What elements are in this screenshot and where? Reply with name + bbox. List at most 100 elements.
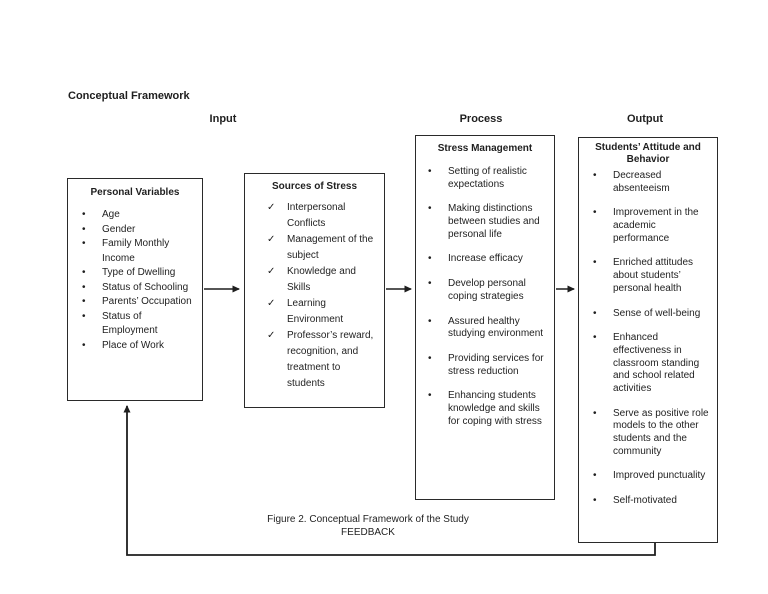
bullet-icon: • bbox=[82, 296, 86, 307]
stress-management-list: • Setting of realistic expectations • Maki… bbox=[416, 166, 554, 428]
check-icon: ✓ bbox=[267, 234, 276, 245]
bullet-icon: • bbox=[82, 238, 86, 249]
list-item-label: Status of Employment bbox=[102, 310, 158, 337]
bullet-icon: • bbox=[593, 307, 597, 319]
bullet-icon: • bbox=[593, 470, 597, 482]
bullet-icon: • bbox=[593, 332, 597, 344]
list-item: • Increase efficacy bbox=[428, 253, 549, 266]
list-item-label: Place of Work bbox=[102, 339, 165, 351]
list-item: •Assured healthy studying environment bbox=[428, 316, 549, 341]
bullet-icon: • bbox=[428, 203, 432, 215]
box-personal-variables: Personal Variables • Age • Gender • Family … bbox=[67, 178, 203, 401]
figure-caption: Figure 2. Conceptual Framework of the St… bbox=[168, 513, 568, 539]
list-item-label: Family Monthly Income bbox=[102, 238, 170, 264]
list-item: • Improvement in the academic performance bbox=[593, 207, 714, 245]
list-item-label: Enhancing students knowledge and skills … bbox=[448, 390, 542, 427]
list-item-label: Serve as positive role models to the oth… bbox=[613, 407, 709, 457]
bullet-icon: • bbox=[428, 166, 432, 177]
list-item: ✓ Professor’s reward, recognition, and tr… bbox=[267, 328, 380, 392]
list-item-label: Type of Dwelling bbox=[102, 267, 176, 278]
box-students-attitude-behavior: Students’ Attitude and Behavior • Decreas… bbox=[578, 137, 718, 543]
column-header-input: Input bbox=[209, 113, 237, 125]
list-item-label: Status of Schooling bbox=[102, 281, 189, 293]
list-item: • Type of Dwelling bbox=[82, 266, 198, 281]
bullet-icon: • bbox=[82, 223, 86, 235]
box-title: Sources of Stress bbox=[271, 181, 358, 192]
sources-of-stress-list: ✓ Interpersonal Conflicts ✓ Management of … bbox=[245, 200, 384, 392]
page-title: Conceptual Framework bbox=[68, 90, 190, 102]
list-item: • Self-motivated bbox=[593, 495, 714, 508]
bullet-icon: • bbox=[593, 407, 597, 419]
list-item-label: Increase efficacy bbox=[448, 253, 523, 265]
list-item-label: Providing services for stress reduction bbox=[448, 352, 544, 377]
list-item: •Sense of well-being bbox=[593, 308, 714, 321]
bullet-icon: • bbox=[82, 339, 86, 351]
list-item: • Status of Schooling bbox=[82, 281, 198, 296]
list-item-label: Enriched attitudes about students’ perso… bbox=[613, 257, 694, 294]
students-attitude-list: • Decreased absenteeism • Improvement in t… bbox=[579, 170, 717, 508]
bullet-icon: • bbox=[82, 267, 86, 278]
column-header-output: Output bbox=[626, 113, 664, 125]
list-item-label: Self-motivated bbox=[613, 495, 677, 507]
list-item-label: Develop personal coping strategies bbox=[448, 278, 526, 302]
list-item: ✓Knowledge and Skills bbox=[267, 264, 380, 296]
list-item-label: Parents’ Occupation bbox=[102, 296, 192, 307]
feedback-label: FEEDBACK bbox=[341, 527, 395, 538]
list-item: ✓ Learning Environment bbox=[267, 296, 380, 328]
bullet-icon: • bbox=[593, 257, 597, 269]
list-item: • Serve as positive role models to the ot… bbox=[593, 408, 714, 459]
list-item-label: Setting of realistic expectations bbox=[448, 166, 527, 190]
list-item: • Setting of realistic expectations bbox=[428, 166, 549, 191]
check-icon: ✓ bbox=[267, 298, 276, 309]
bullet-icon: • bbox=[428, 315, 432, 327]
list-item: ✓ Management of the subject bbox=[267, 232, 380, 264]
list-item-label: Decreased absenteeism bbox=[613, 170, 670, 194]
check-icon: ✓ bbox=[267, 266, 276, 277]
list-item: • Place of Work bbox=[82, 339, 198, 354]
bullet-icon: • bbox=[593, 170, 597, 181]
list-item-label: Enhanced effectiveness in classroom stan… bbox=[613, 332, 700, 394]
check-icon: ✓ bbox=[267, 202, 276, 213]
list-item: • Enhanced effectiveness in classroom sta… bbox=[593, 332, 714, 395]
list-item-label: Management of the subject bbox=[287, 234, 374, 261]
list-item: • Gender bbox=[82, 223, 198, 238]
list-item: • Improved punctuality bbox=[593, 470, 714, 483]
figure-caption-line: Figure 2. Conceptual Framework of the St… bbox=[267, 514, 469, 525]
list-item: • Enriched attitudes about students’ pers… bbox=[593, 257, 714, 295]
list-item-label: Gender bbox=[102, 223, 136, 235]
bullet-icon: • bbox=[82, 281, 86, 293]
list-item: • Family Monthly Income bbox=[82, 237, 198, 266]
list-item: • Enhancing students knowledge and skills… bbox=[428, 390, 549, 428]
bullet-icon: • bbox=[593, 495, 597, 507]
list-item-label: Making distinctions between studies and … bbox=[448, 203, 540, 240]
list-item: • Status of Employment bbox=[82, 310, 198, 339]
list-item-label: Age bbox=[102, 209, 120, 220]
bullet-icon: • bbox=[82, 310, 86, 322]
list-item-label: Improved punctuality bbox=[613, 470, 706, 482]
bullet-icon: • bbox=[428, 253, 432, 265]
bullet-icon: • bbox=[428, 278, 432, 290]
list-item-label: Interpersonal Conflicts bbox=[287, 202, 346, 229]
list-item: • Parents’ Occupation bbox=[82, 295, 198, 310]
box-stress-management: Stress Management • Setting of realistic … bbox=[415, 135, 555, 500]
list-item: • Making distinctions between studies and… bbox=[428, 203, 549, 241]
box-title: Personal Variables bbox=[90, 187, 180, 198]
box-title: Stress Management bbox=[437, 143, 533, 154]
check-icon: ✓ bbox=[267, 330, 276, 341]
list-item: • Decreased absenteeism bbox=[593, 170, 714, 195]
list-item-label: Learning Environment bbox=[287, 298, 344, 325]
list-item: • Develop personal coping strategies bbox=[428, 278, 549, 303]
personal-variables-list: • Age • Gender • Family Monthly Income • Typ… bbox=[68, 208, 202, 353]
list-item: • Age bbox=[82, 208, 198, 223]
bullet-icon: • bbox=[82, 209, 86, 220]
list-item-label: Professor’s reward, recognition, and tre… bbox=[287, 330, 374, 389]
bullet-icon: • bbox=[428, 352, 432, 364]
bullet-icon: • bbox=[593, 207, 597, 219]
column-header-process: Process bbox=[459, 113, 503, 125]
box-sources-of-stress: Sources of Stress ✓ Interpersonal Conflic… bbox=[244, 173, 385, 408]
bullet-icon: • bbox=[428, 390, 432, 402]
list-item-label: Improvement in the academic performance bbox=[613, 207, 699, 244]
list-item: ✓ Interpersonal Conflicts bbox=[267, 200, 380, 232]
box-title: Students’ Attitude and Behavior bbox=[595, 142, 701, 165]
